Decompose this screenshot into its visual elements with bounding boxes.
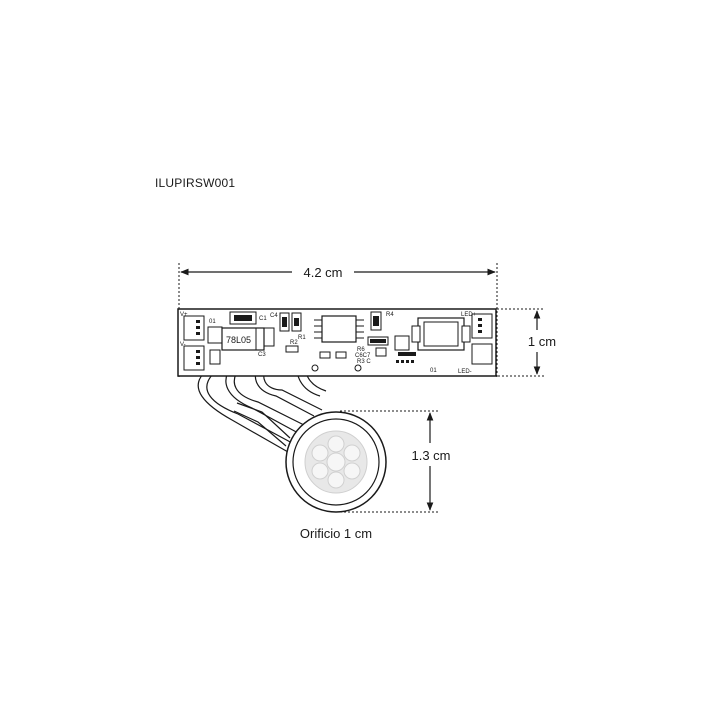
c6c7-label: C6C7 bbox=[355, 353, 371, 359]
led-minus-label: LED- bbox=[458, 369, 472, 375]
led-plus-connector bbox=[471, 313, 493, 339]
r4-label: R4 bbox=[386, 312, 394, 318]
r1-label: R1 bbox=[298, 335, 306, 341]
vminus-connector bbox=[183, 345, 205, 371]
caption: Orificio 1 cm bbox=[300, 526, 372, 541]
vminus-label: V- bbox=[180, 342, 186, 348]
pcb-board: V+ V- 01 C1 78L05 C3 C4 R1 R2 bbox=[177, 308, 497, 377]
sensor-height-label: 1.3 cm bbox=[411, 448, 450, 463]
width-label: 4.2 cm bbox=[303, 265, 342, 280]
product-code: ILUPIRSW001 bbox=[155, 176, 236, 190]
q2-label: 01 bbox=[430, 368, 437, 374]
q1-label: 01 bbox=[209, 319, 216, 325]
power-block bbox=[411, 317, 471, 351]
r2-label: R2 bbox=[290, 340, 298, 346]
height-dimension: 1 cm bbox=[490, 308, 556, 377]
height-label: 1 cm bbox=[528, 334, 556, 349]
sensor-dimension: 1.3 cm bbox=[340, 410, 451, 513]
r6-label: R6 bbox=[357, 347, 365, 353]
c1-label: C1 bbox=[259, 316, 267, 322]
c4-label: C4 bbox=[270, 313, 278, 319]
vplus-label: V+ bbox=[180, 312, 188, 318]
main-ic bbox=[314, 315, 364, 343]
led-minus-connector bbox=[471, 343, 493, 365]
r3c-label: R3 C bbox=[357, 359, 371, 365]
led-plus-label: LED+ bbox=[461, 312, 477, 318]
vplus-connector bbox=[183, 315, 205, 341]
pir-sensor bbox=[285, 411, 387, 513]
regulator-label: 78L05 bbox=[226, 335, 251, 345]
c3-label: C3 bbox=[258, 352, 266, 358]
